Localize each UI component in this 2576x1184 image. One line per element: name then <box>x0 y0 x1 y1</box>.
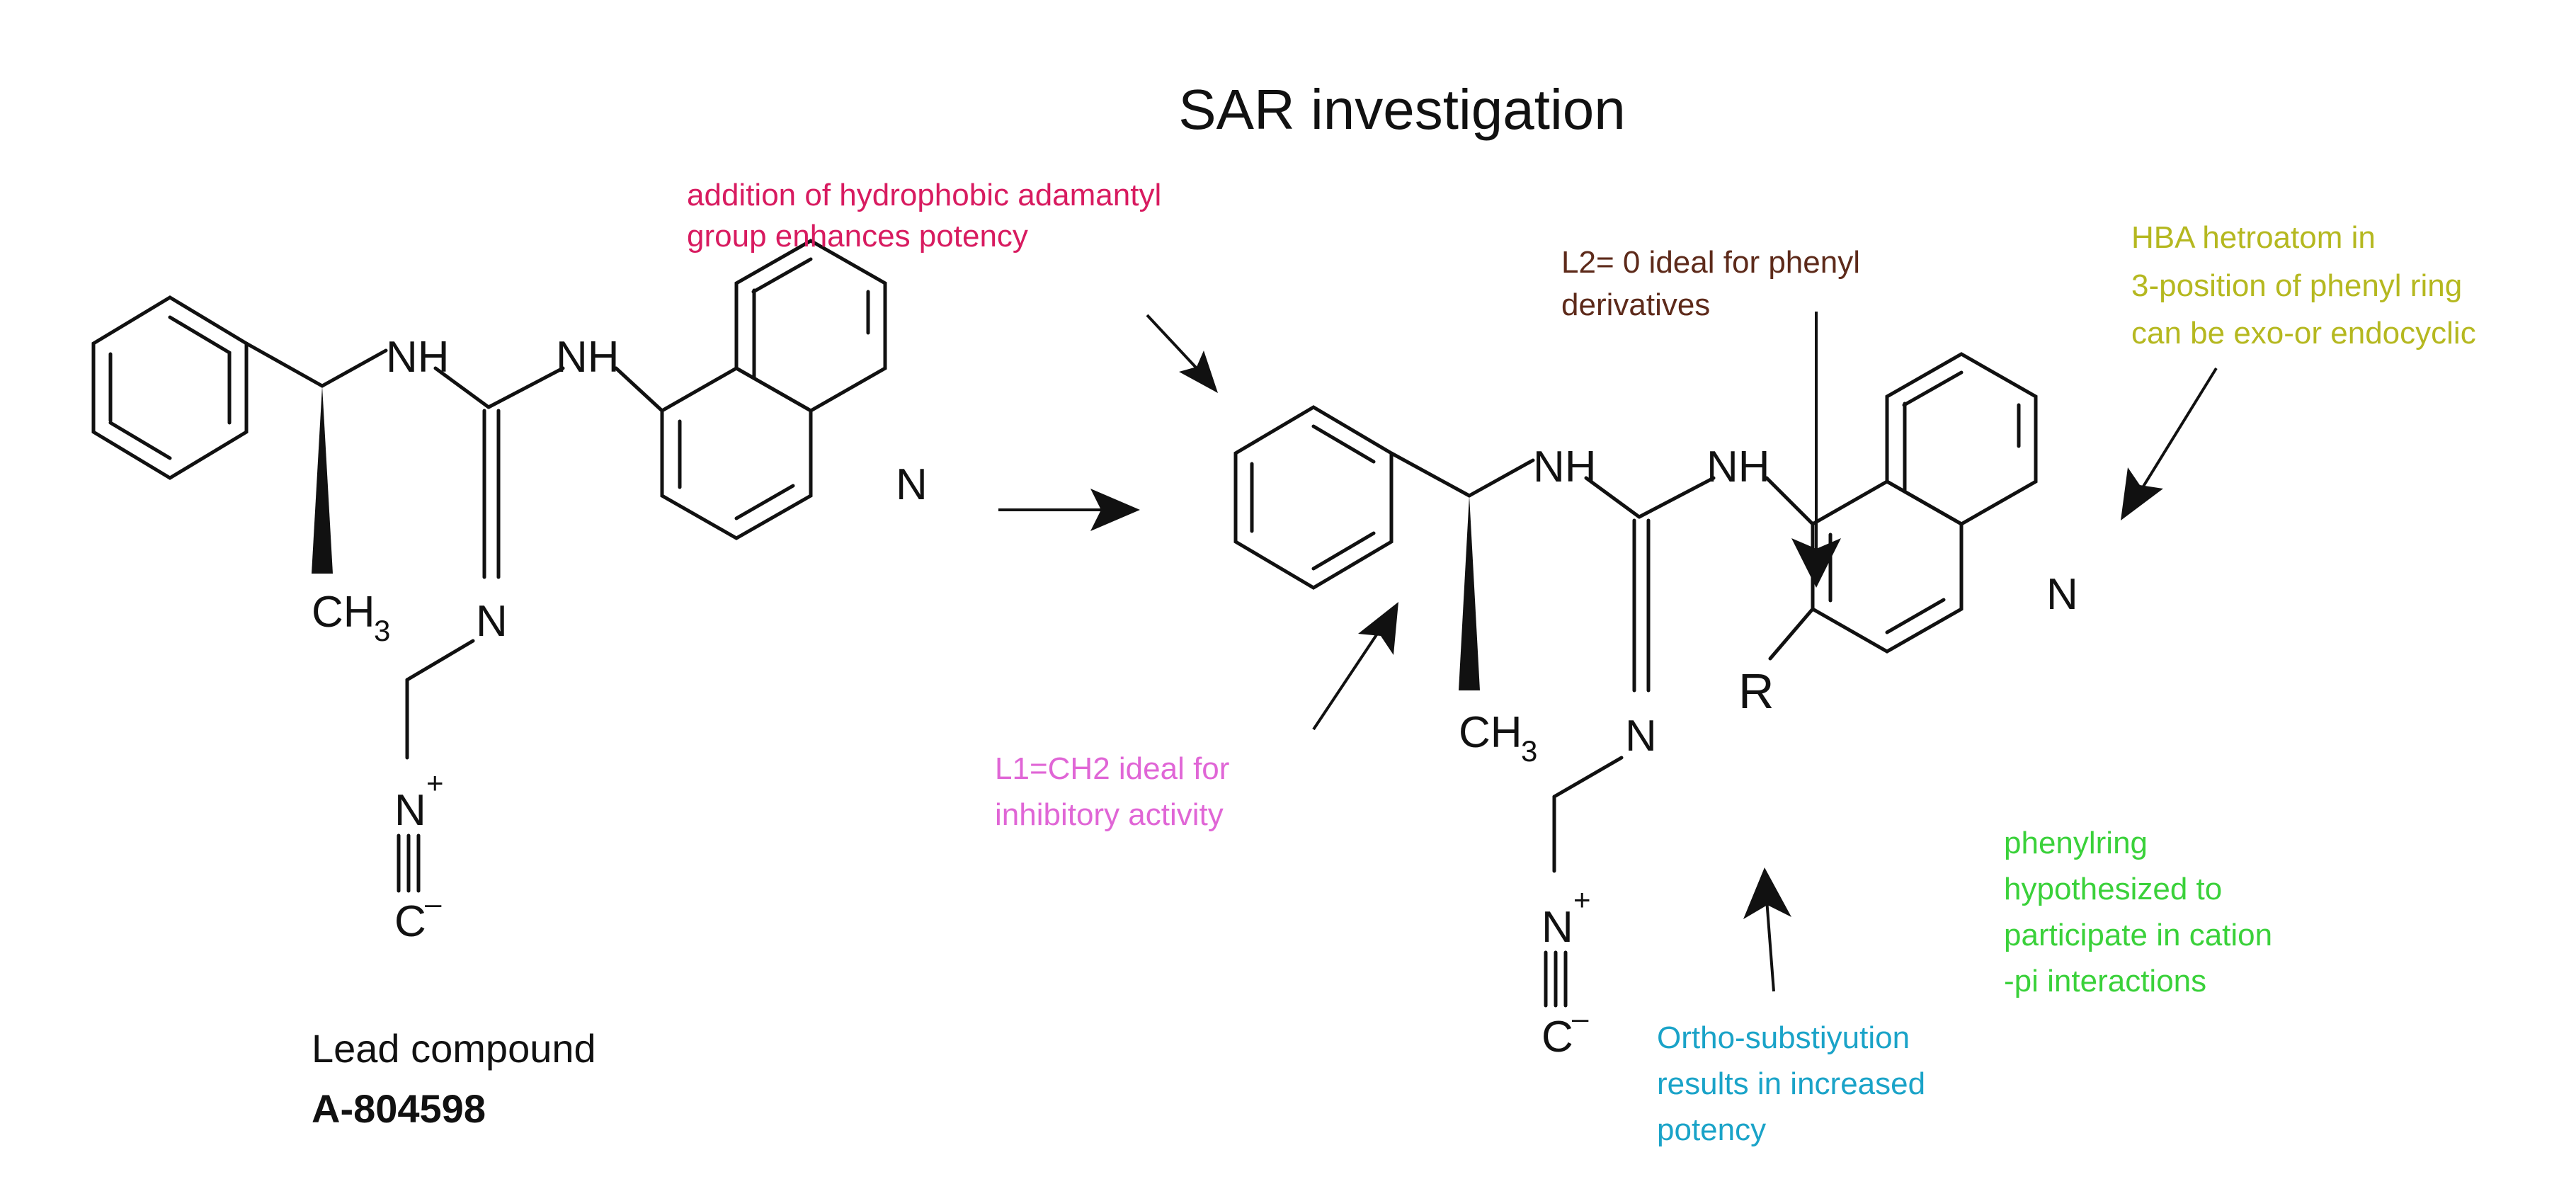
lead-nh-1: NH <box>386 333 450 382</box>
hba-arrow <box>2141 367 2218 490</box>
annotation-adamantyl-line-2: group enhances potency <box>687 219 1028 254</box>
modified-minus-charge: – <box>1572 1001 1589 1035</box>
modified-plus-charge: + <box>1573 883 1591 916</box>
annotation-phenylring-line-1: phenylring <box>2004 826 2148 860</box>
modified-wedge-bond <box>1459 496 1480 690</box>
lead-nh-2: NH <box>556 333 620 382</box>
adamantyl-arrow <box>1146 314 1198 370</box>
annotation-phenylring-line-2: hypothesized to <box>2004 872 2222 906</box>
annotation-l1-line-1: L1=CH2 ideal for <box>995 751 1229 786</box>
modified-nh-1: NH <box>1533 443 1597 491</box>
annotation-adamantyl: addition of hydrophobic adamantyl group … <box>687 178 1161 254</box>
annotation-ortho: Ortho-substiyution results in increased … <box>1657 1020 1925 1147</box>
annotation-l2-line-1: L2= 0 ideal for phenyl <box>1561 245 1860 280</box>
annotation-ortho-line-3: potency <box>1657 1112 1766 1147</box>
ortho-arrow <box>1765 899 1775 992</box>
annotation-l2-line-2: derivatives <box>1561 288 1710 322</box>
modified-ch3: CH <box>1459 708 1522 757</box>
modified-molecule: NH NH N CH 3 N + C – N R <box>1233 352 2078 1061</box>
modified-quinoline-benzo <box>1811 479 1964 654</box>
annotation-hba-line-1: HBA hetroatom in <box>2131 220 2376 255</box>
lead-n-imine: N <box>476 597 508 646</box>
l1-arrow <box>1312 632 1379 731</box>
modified-c-minus: C <box>1541 1013 1573 1061</box>
modified-n-plus: N <box>1541 903 1573 952</box>
r-group: R <box>1738 664 1774 719</box>
modified-nh-2: NH <box>1706 443 1770 491</box>
lead-n-quinoline: N <box>896 460 928 509</box>
lead-n-plus: N <box>394 786 426 835</box>
annotation-ortho-line-1: Ortho-substiyution <box>1657 1020 1910 1055</box>
lead-plus-charge: + <box>426 766 444 799</box>
lead-quinoline-benzo <box>660 366 813 540</box>
modified-ch3-subscript: 3 <box>1521 734 1537 768</box>
modified-quinoline-pyridine <box>1885 352 2038 526</box>
annotation-phenylring-line-4: -pi interactions <box>2004 964 2206 998</box>
lead-c-minus: C <box>394 897 426 946</box>
annotation-l1-line-2: inhibitory activity <box>995 797 1224 832</box>
modified-n-quinoline: N <box>2046 570 2078 619</box>
lead-minus-charge: – <box>425 887 442 920</box>
annotation-l1: L1=CH2 ideal for inhibitory activity <box>995 751 1229 832</box>
annotation-ortho-line-2: results in increased <box>1657 1066 1925 1101</box>
modified-n-imine: N <box>1625 712 1657 761</box>
lead-ch3: CH <box>312 588 375 637</box>
lead-quinoline-pyridine <box>734 239 887 413</box>
lead-ch3-subscript: 3 <box>374 614 390 647</box>
lead-compound-label: Lead compound <box>312 1026 596 1071</box>
lead-phenyl-ring <box>91 295 249 480</box>
lead-compound-code: A-804598 <box>312 1086 486 1131</box>
annotation-hba-line-3: can be exo-or endocyclic <box>2131 316 2476 351</box>
modified-phenyl-ring <box>1233 405 1394 590</box>
page-title: SAR investigation <box>1178 78 1625 141</box>
annotation-hba-line-2: 3-position of phenyl ring <box>2131 268 2462 303</box>
lead-molecule: NH NH N CH 3 N + C – N <box>91 239 928 946</box>
annotation-phenylring: phenylring hypothesized to participate i… <box>2004 826 2272 998</box>
annotation-l2: L2= 0 ideal for phenyl derivatives <box>1561 245 1860 322</box>
annotation-hba: HBA hetroatom in 3-position of phenyl ri… <box>2131 220 2476 351</box>
lead-wedge-bond <box>312 386 333 574</box>
annotation-phenylring-line-3: participate in cation <box>2004 918 2272 952</box>
annotation-adamantyl-line-1: addition of hydrophobic adamantyl <box>687 178 1161 212</box>
